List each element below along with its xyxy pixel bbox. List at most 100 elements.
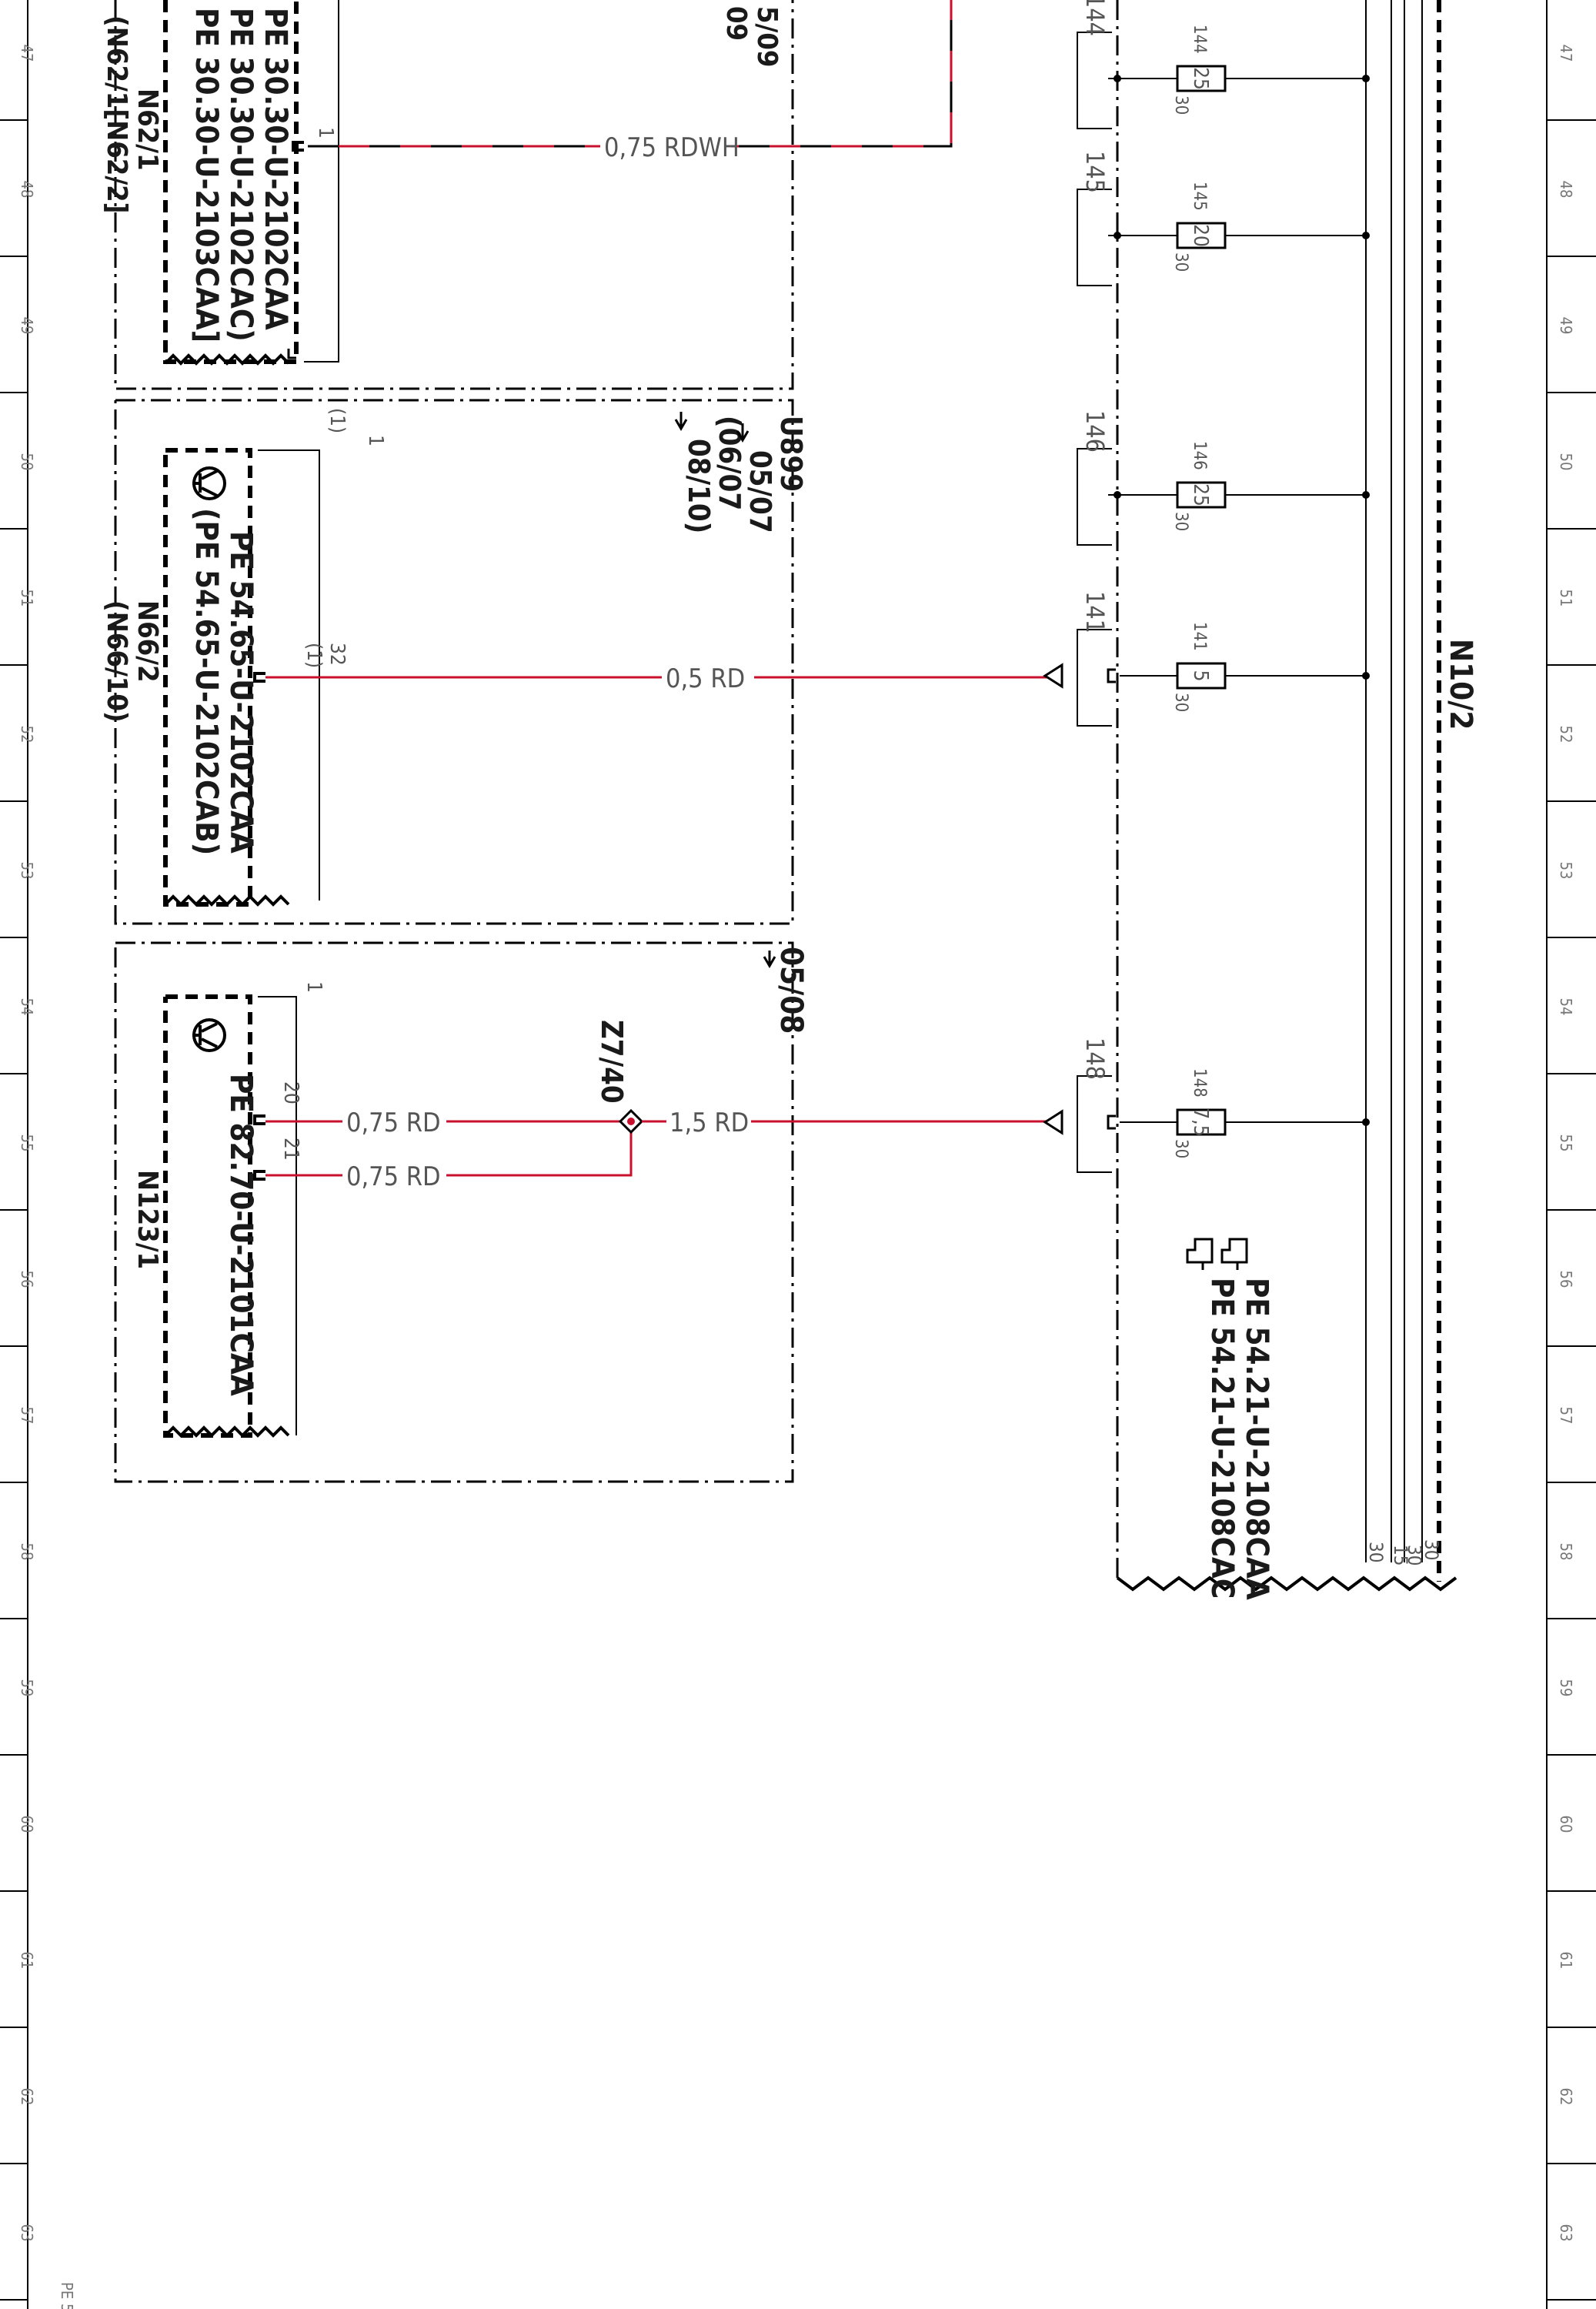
junction-dot bbox=[1114, 232, 1121, 239]
transistor-icon bbox=[192, 1018, 226, 1052]
ruler-number: 60 bbox=[18, 1816, 36, 1833]
wire-label-rd-15: 1,5 RD bbox=[669, 1108, 749, 1138]
fuse-rating: 5 bbox=[1189, 670, 1212, 682]
fuse-symbol bbox=[1176, 662, 1227, 690]
ruler-number: 53 bbox=[1557, 862, 1575, 880]
fuse-connector-bracket bbox=[1077, 32, 1112, 129]
ruler-number: 61 bbox=[1557, 1952, 1575, 1970]
n66-jump-1: 05/07 bbox=[743, 450, 777, 533]
fuse-connector-bracket bbox=[1077, 1075, 1112, 1173]
ruler-number: 47 bbox=[18, 45, 36, 62]
pin-contact bbox=[1107, 668, 1116, 683]
fuse-rating: 25 bbox=[1189, 483, 1212, 506]
fuse-rows: 1442514430145201453014625146301415141301… bbox=[1043, 0, 1370, 1173]
connector-arrow-icon bbox=[1043, 1109, 1063, 1135]
fuse-rating: 20 bbox=[1189, 224, 1212, 247]
fuse-slot-number: 148 bbox=[1080, 1038, 1110, 1080]
fuse-slot-number: 141 bbox=[1080, 591, 1110, 633]
fuse-box-ref-1: PE 54.21-U-2108CAA bbox=[1239, 1278, 1274, 1600]
ruler-number: 53 bbox=[18, 862, 36, 880]
ruler-number: 51 bbox=[18, 590, 36, 607]
ruler-number: 52 bbox=[18, 726, 36, 743]
ruler-number: 51 bbox=[1557, 590, 1575, 607]
bus-label-30c: 30 bbox=[1421, 1539, 1442, 1560]
fuse-number-small: 148 bbox=[1190, 1068, 1209, 1098]
fuse-slot-number: 145 bbox=[1080, 151, 1110, 193]
fuse-number-small: 146 bbox=[1190, 441, 1209, 470]
bus-label-30b: 30 bbox=[1404, 1545, 1425, 1566]
wire-label-rd-075-a: 0,75 RD bbox=[346, 1108, 441, 1138]
n66-pin-top-alt: (1) bbox=[326, 408, 349, 433]
ruler-number: 55 bbox=[1557, 1134, 1575, 1152]
jump-arrow-icon bbox=[763, 951, 776, 968]
n123-jump: 05/08 bbox=[773, 947, 809, 1034]
ruler-number: 56 bbox=[1557, 1271, 1575, 1288]
ruler-number: 57 bbox=[18, 1407, 36, 1425]
fuse-slot-number: 144 bbox=[1080, 0, 1110, 36]
n66-alt-id: (N66/10) bbox=[101, 600, 132, 723]
n66-pin: 32 bbox=[326, 643, 349, 666]
ruler-number: 48 bbox=[1557, 181, 1575, 199]
block-n123: PE 82.70-U-2101CAA N123/1 1 20 21 05/08 … bbox=[114, 941, 809, 1483]
ruler-number: 62 bbox=[18, 2088, 36, 2106]
partial-jump-label-2: 09 bbox=[720, 6, 752, 41]
ruler-number: 54 bbox=[1557, 998, 1575, 1016]
fuse-box-ref-2: PE 54.21-U-2108CAC bbox=[1204, 1278, 1240, 1599]
fuse-terminal: 30 bbox=[1171, 693, 1190, 712]
fuse-symbol bbox=[1176, 1108, 1227, 1136]
fuse-terminal: 30 bbox=[1171, 1139, 1190, 1158]
ruler-number: 54 bbox=[18, 998, 36, 1016]
ruler-number: 50 bbox=[1557, 453, 1575, 471]
n66-ref-1: PE 54.65-U-2102CAA bbox=[223, 531, 259, 854]
page-footer-label: PE 5 bbox=[58, 2282, 76, 2309]
n62-id: N62/1 bbox=[132, 89, 163, 171]
wire-rdwh bbox=[308, 0, 953, 148]
n123-pin-a: 20 bbox=[279, 1081, 302, 1104]
fuse-rating: 7,5 bbox=[1189, 1108, 1212, 1136]
wire-label-rd-075-b: 0,75 RD bbox=[346, 1161, 441, 1192]
ruler-number: 58 bbox=[18, 1543, 36, 1561]
fuse-number-small: 144 bbox=[1190, 25, 1209, 54]
fuse-symbol bbox=[1176, 481, 1227, 509]
n62-ref-3: PE 30.30-U-2103CAA] bbox=[189, 8, 224, 343]
n62-ref-1: PE 30.30-U-2102CAA bbox=[258, 8, 293, 330]
wires: 0,75 RDWH 0,5 RD 0,75 RD 0,75 RD 1,5 RD bbox=[265, 0, 1062, 1192]
ruler-number: 50 bbox=[18, 453, 36, 471]
ruler-number: 59 bbox=[18, 1679, 36, 1697]
bus-label-15: 15 bbox=[1390, 1545, 1411, 1566]
splice-label: Z7/40 bbox=[595, 1020, 629, 1104]
wire-rd-075-b bbox=[265, 1130, 633, 1177]
ruler-number: 60 bbox=[1557, 1816, 1575, 1833]
fuse-rating: 25 bbox=[1189, 67, 1212, 90]
ruler-number: 52 bbox=[1557, 726, 1575, 743]
block-n62: PE 30.30-U-2102CAA PE 30.30-U-2102CAC) P… bbox=[101, 0, 794, 390]
n123-pin-b: 21 bbox=[279, 1138, 302, 1161]
partial-jump-label: 5/09 bbox=[751, 6, 783, 67]
ruler-number: 59 bbox=[1557, 1679, 1575, 1697]
bus-junction-dot bbox=[1362, 232, 1370, 239]
ruler-number: 57 bbox=[1557, 1407, 1575, 1425]
pin-contact bbox=[1107, 1114, 1116, 1130]
n66-id: N66/2 bbox=[132, 600, 163, 683]
fuse-connector-bracket bbox=[1077, 189, 1112, 286]
fuse-terminal: 30 bbox=[1171, 95, 1190, 115]
fuse-number-small: 145 bbox=[1190, 182, 1209, 211]
wire-label-rd-05: 0,5 RD bbox=[666, 663, 745, 694]
n62-ref-2: PE 30.30-U-2102CAC) bbox=[223, 8, 259, 342]
bus-junction-dot bbox=[1362, 1118, 1370, 1126]
ruler-number: 63 bbox=[1557, 2224, 1575, 2242]
bus-junction-dot bbox=[1362, 491, 1370, 499]
connector-arrow-icon bbox=[1043, 663, 1063, 689]
ruler-number: 47 bbox=[1557, 45, 1575, 62]
n123-ref-1: PE 82.70-U-2101CAA bbox=[223, 1074, 259, 1396]
fuse-terminal: 30 bbox=[1171, 252, 1190, 272]
ruler-number: 62 bbox=[1557, 2088, 1575, 2106]
n123-pin-top: 1 bbox=[302, 981, 326, 993]
bus-label-30a: 30 bbox=[1365, 1542, 1387, 1562]
jump-arrow-icon bbox=[736, 423, 750, 443]
n62-alt-id: (N62/1[N62/2] bbox=[101, 15, 132, 213]
jump-arrow-icon bbox=[674, 412, 688, 431]
